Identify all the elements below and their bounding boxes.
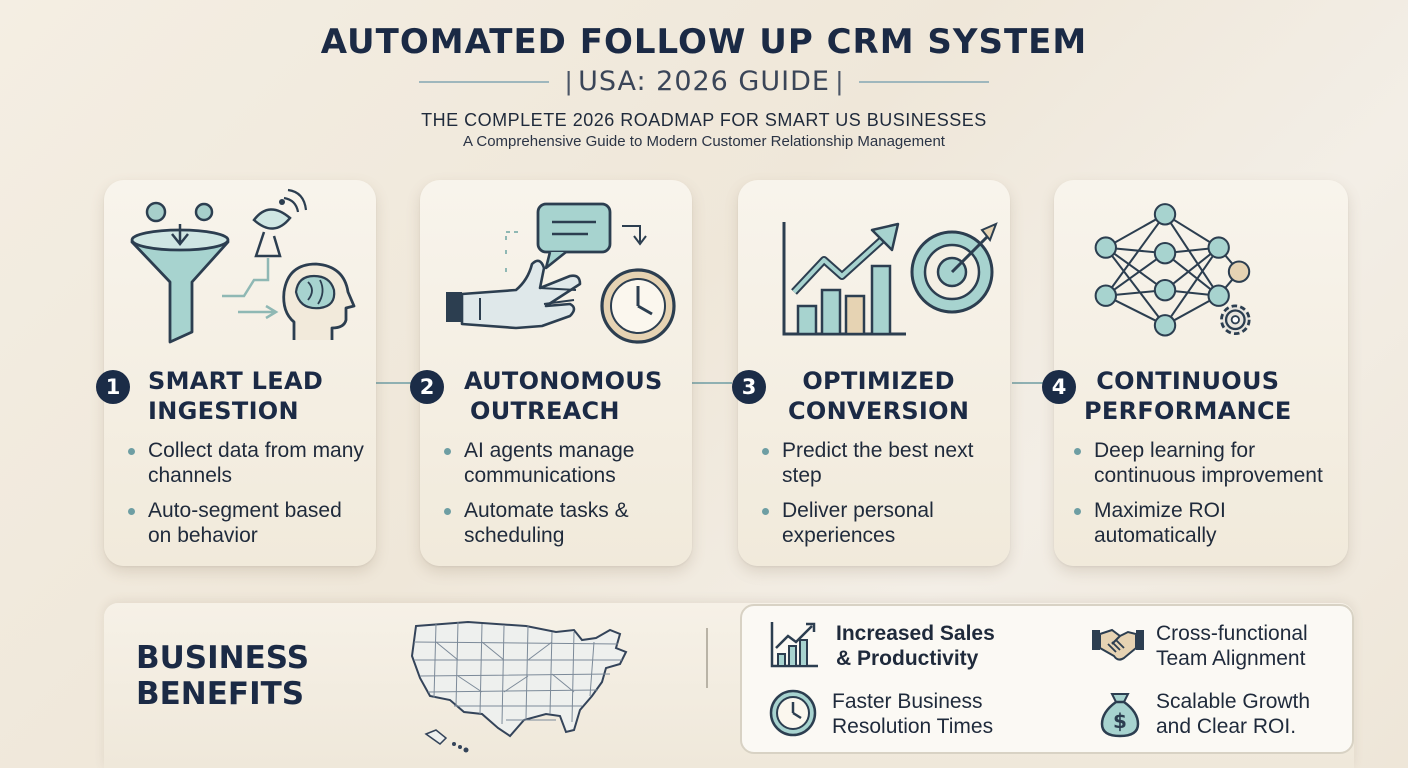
step-title: AUTONOMOUS OUTREACH (464, 366, 663, 426)
clock-icon (600, 268, 676, 344)
step-1-illustration (130, 188, 356, 344)
funnel-icon (130, 201, 230, 344)
subtitle-row: | USA: 2026 GUIDE | (0, 66, 1408, 97)
robot-hand-icon (446, 259, 582, 330)
step-connector (692, 382, 732, 384)
benefit-text: Cross-functional Team Alignment (1156, 621, 1308, 671)
step-connector (376, 382, 416, 384)
step-number-badge: 1 (96, 370, 130, 404)
step-title-line: CONVERSION (788, 397, 970, 425)
chat-bubble-icon (536, 202, 612, 270)
step-card-4: 4 CONTINUOUS PERFORMANCE Deep learning f… (1042, 180, 1348, 566)
benefit-text: Increased Sales & Productivity (836, 621, 995, 671)
handshake-icon (1092, 628, 1144, 661)
description: A Comprehensive Guide to Modern Customer… (463, 133, 945, 150)
step-number-badge: 4 (1042, 370, 1076, 404)
usa-map-icon (410, 620, 628, 753)
step-2-illustration (446, 202, 676, 344)
benefit-line: Cross-functional (1156, 622, 1308, 645)
bullet-item: Deliver personal experiences (760, 498, 1004, 548)
benefits-title-line: BENEFITS (136, 676, 305, 712)
step-number-badge: 2 (410, 370, 444, 404)
bar-chart-icon (770, 622, 818, 668)
bullet-item: Auto-segment based on behavior (126, 498, 370, 548)
page-subtitle: USA: 2026 GUIDE (578, 66, 830, 97)
step-bullets: Predict the best next step Deliver perso… (760, 438, 1004, 558)
bullet-item: Predict the best next step (760, 438, 1004, 488)
benefit-text: Faster Business Resolution Times (832, 689, 993, 739)
clock-icon (769, 689, 817, 737)
step-connector (1012, 382, 1052, 384)
benefit-line: and Clear ROI. (1156, 715, 1297, 738)
step-title-line: PERFORMANCE (1084, 397, 1292, 425)
step-title-line: CONTINUOUS (1096, 367, 1280, 395)
neural-network-icon (1094, 203, 1251, 337)
separator-bar: | (835, 66, 843, 96)
step-title: OPTIMIZED CONVERSION (788, 366, 969, 426)
step-3-illustration (782, 222, 998, 336)
gear-icon (1220, 304, 1251, 336)
step-title-line: SMART LEAD (148, 367, 324, 395)
head-brain-icon (282, 262, 356, 340)
decorative-line (858, 80, 989, 83)
benefit-line: Resolution Times (832, 715, 994, 738)
benefits-list-box (740, 604, 1354, 754)
step-number-badge: 3 (732, 370, 766, 404)
decorative-line (419, 80, 550, 83)
step-title-line: OPTIMIZED (802, 367, 955, 395)
satellite-dish-icon (252, 188, 308, 258)
benefit-line: Scalable Growth (1156, 690, 1311, 713)
step-title-line: AUTONOMOUS (464, 367, 663, 395)
step-title: SMART LEAD INGESTION (148, 366, 323, 426)
benefit-line: & Productivity (836, 647, 979, 670)
step-title-line: OUTREACH (470, 397, 620, 425)
separator-bar: | (565, 66, 573, 96)
benefit-text: Scalable Growth and Clear ROI. (1156, 689, 1310, 739)
step-title: CONTINUOUS PERFORMANCE (1084, 366, 1292, 426)
step-card-1: 1 SMART LEAD INGESTION Collect data from… (96, 180, 376, 566)
step-bullets: Collect data from many channels Auto-seg… (126, 438, 370, 558)
step-bullets: Deep learning for continuous improvement… (1072, 438, 1342, 558)
svg-text:$: $ (1113, 709, 1127, 733)
growth-chart-icon (782, 222, 906, 336)
money-bag-icon: $ (1100, 693, 1140, 738)
page-title: AUTOMATED FOLLOW UP CRM SYSTEM (320, 22, 1088, 62)
benefits-title-line: BUSINESS (136, 640, 310, 676)
step-title-line: INGESTION (148, 397, 299, 425)
bullet-item: Deep learning for continuous improvement (1072, 438, 1342, 488)
target-icon (910, 222, 998, 314)
benefit-line: Faster Business (832, 690, 983, 713)
benefits-title: BUSINESS BENEFITS (136, 640, 309, 712)
bullet-item: AI agents manage communications (442, 438, 686, 488)
benefits-divider (706, 628, 708, 688)
step-card-2: 2 AUTONOMOUS OUTREACH AI agents manage c… (410, 180, 692, 566)
bullet-item: Collect data from many channels (126, 438, 370, 488)
benefit-line: Team Alignment (1156, 647, 1306, 670)
step-bullets: AI agents manage communications Automate… (442, 438, 686, 558)
step-4-illustration (1094, 203, 1251, 337)
benefit-line: Increased Sales (836, 622, 995, 645)
bullet-item: Automate tasks & scheduling (442, 498, 686, 548)
bullet-item: Maximize ROI automatically (1072, 498, 1342, 548)
tagline: THE COMPLETE 2026 ROADMAP FOR SMART US B… (421, 110, 987, 130)
step-card-3: 3 OPTIMIZED CONVERSION Predict the best … (732, 180, 1010, 566)
